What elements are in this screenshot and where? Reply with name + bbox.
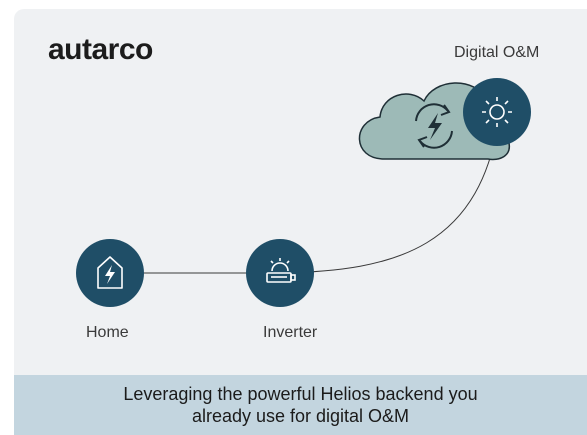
- digital-om-label: Digital O&M: [454, 44, 540, 61]
- sync-arrowhead-top: [440, 104, 451, 116]
- inverter-node: [246, 239, 314, 307]
- inverter-label: Inverter: [263, 324, 318, 341]
- banner-text: Leveraging the powerful Helios backend y…: [123, 384, 478, 426]
- autarco-logo: autarco: [48, 33, 153, 66]
- diagram-card: autarco Digital O&M: [14, 9, 587, 435]
- sync-arrow-bottom: [419, 130, 453, 149]
- caption-banner: Leveraging the powerful Helios backend y…: [14, 375, 587, 435]
- sun-node: [463, 78, 531, 146]
- home-node: [76, 239, 144, 307]
- bolt-icon: [428, 113, 442, 140]
- home-label: Home: [86, 324, 129, 341]
- sync-arrowhead-bottom: [417, 136, 428, 148]
- home-bolt-icon: [97, 256, 123, 289]
- inverter-icon: [266, 258, 296, 283]
- sun-icon: [482, 97, 512, 127]
- sync-arrow-top: [415, 103, 449, 122]
- connection-diagram: [76, 78, 531, 307]
